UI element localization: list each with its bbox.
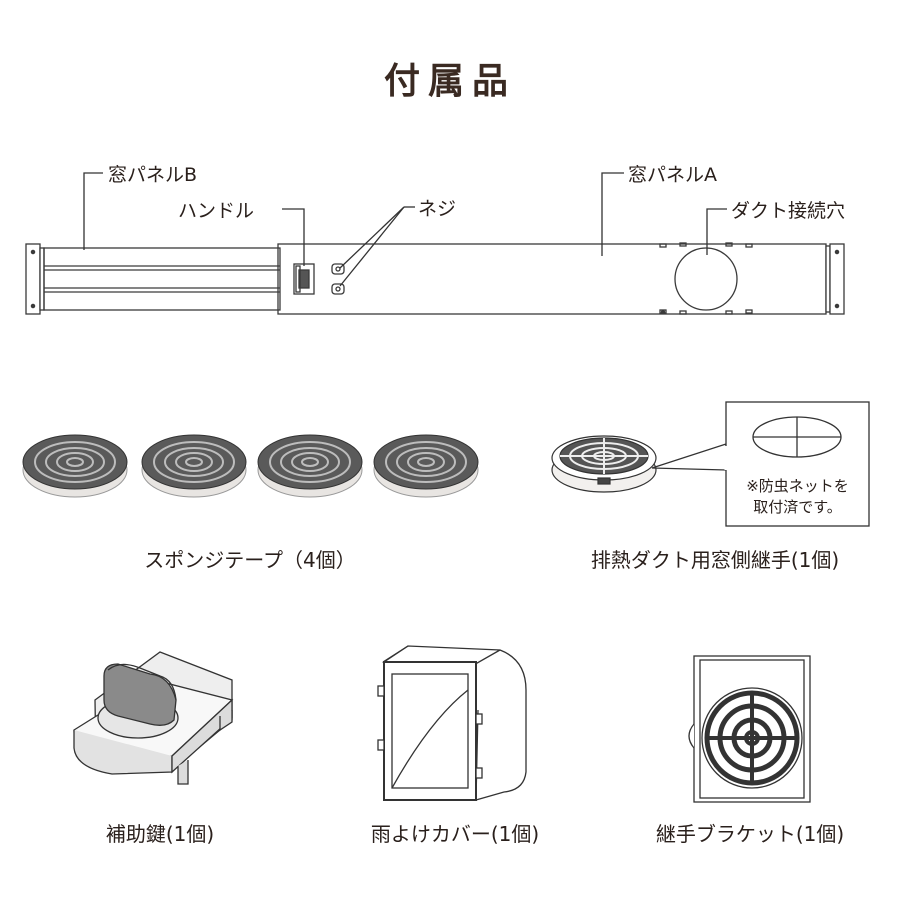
sponge-tape-roll-2: [141, 434, 247, 498]
window-panel-illustration: [25, 242, 845, 315]
aux-lock-illustration: [73, 651, 234, 785]
label-screw: ネジ: [418, 198, 457, 220]
rain-cover-illustration: [377, 645, 527, 801]
caption-aux-lock: 補助鍵(1個): [105, 822, 215, 846]
caption-joint-bracket: 継手ブラケット(1個): [655, 822, 845, 846]
insect-net-note: ※防虫ネットを 取付済です。: [727, 476, 868, 518]
label-window-panel-b: 窓パネルB: [108, 164, 198, 186]
caption-duct-joint: 排熱ダクト用窓側継手(1個): [590, 548, 840, 572]
duct-joint-illustration: [551, 435, 657, 493]
insect-net-note-line-1: ※防虫ネットを: [746, 477, 849, 495]
joint-bracket-illustration: [688, 655, 811, 803]
sponge-tape-rolls: [22, 434, 479, 498]
insect-net-note-line-2: 取付済です。: [753, 498, 842, 516]
sponge-tape-roll-4: [373, 434, 479, 498]
leader-lines: [83, 172, 727, 287]
caption-rain-cover: 雨よけカバー(1個): [370, 822, 540, 846]
sponge-tape-roll-3: [257, 434, 363, 498]
page-title: 付属品: [383, 61, 516, 102]
label-handle: ハンドル: [178, 200, 255, 222]
caption-sponge-tape: スポンジテープ（4個）: [144, 548, 356, 572]
label-window-panel-a: 窓パネルA: [628, 164, 717, 186]
insect-net-callout: [651, 401, 870, 527]
label-duct-hole: ダクト接続穴: [731, 200, 846, 222]
sponge-tape-roll-1: [22, 434, 128, 498]
